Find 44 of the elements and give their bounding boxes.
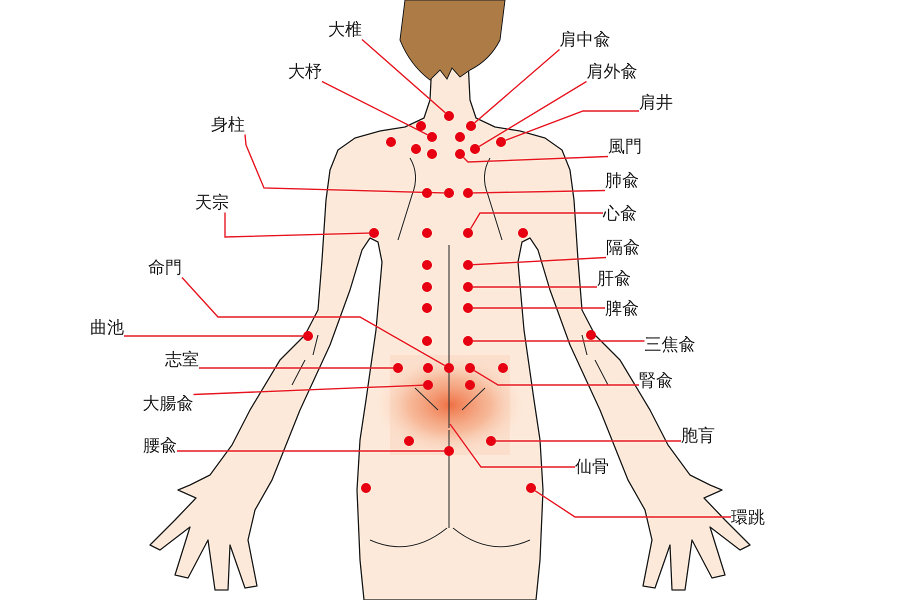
point-label: 肺兪 [605,172,639,190]
point-label: 心兪 [603,204,637,224]
leader-line [362,38,446,114]
leader-line [449,424,575,468]
leader-line [472,190,606,194]
leader-line [224,212,370,238]
leader-line [473,340,644,342]
point-label: 肝兪 [597,270,631,288]
point-label: 腎兪 [639,372,673,390]
leader-line [505,110,639,141]
point-label: 風門 [608,138,642,156]
point-label: 大椎 [328,20,362,40]
point-label: 脾兪 [605,300,639,318]
point-label: 肩外兪 [586,62,638,82]
leader-line [177,450,444,452]
leader-line [244,134,444,194]
leader-line [474,370,639,386]
leader-line [472,256,606,266]
leader-line [463,156,608,163]
point-label: 身柱 [211,116,245,134]
point-label: 仙骨 [575,458,609,476]
point-label: 肩中兪 [560,30,610,50]
leader-line [473,286,597,288]
leader-line [496,440,681,442]
point-label: 天宗 [195,194,229,212]
point-label: 腰兪 [143,436,177,456]
point-label: 環跳 [731,508,765,528]
point-label: 肩井 [639,94,673,112]
point-label: 大杼 [288,62,322,82]
leader-line [478,80,587,147]
leader-line [193,384,424,396]
point-label: 大腸兪 [142,394,194,414]
point-label: 胞肓 [681,426,715,446]
leader-line [473,307,605,309]
point-label: 命門 [148,258,182,278]
leader-line [124,335,303,337]
point-label: 隔兪 [606,238,640,258]
leader-line [181,277,446,366]
point-label: 志室 [165,350,199,370]
point-label: 三焦兪 [644,336,696,354]
leader-line [470,212,603,230]
leader-line [199,367,393,369]
point-label: 曲池 [90,318,124,338]
acupoint-dot [303,331,313,341]
